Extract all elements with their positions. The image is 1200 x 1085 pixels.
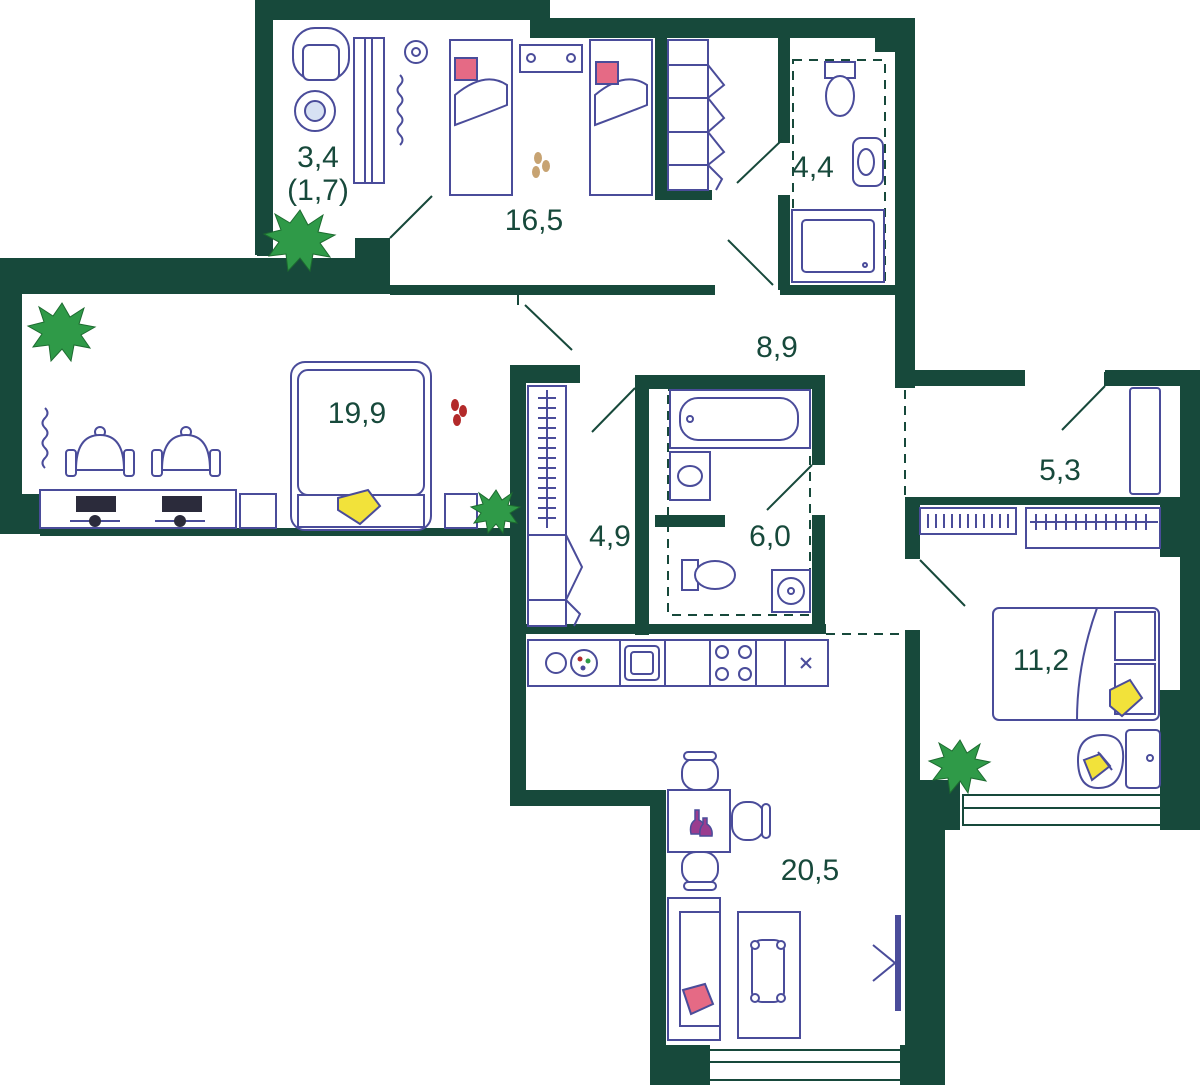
slippers-icon [451, 399, 467, 426]
chair-icon [1076, 733, 1125, 790]
kitchen-counter [527, 639, 829, 687]
curtain-icon [396, 74, 404, 146]
tv-icon [872, 915, 901, 1011]
sink-icon [852, 137, 884, 187]
area-label-bathroom-2: 6,0 [749, 520, 791, 553]
plant-icon [262, 209, 337, 273]
area-label-corridor: 5,3 [1039, 454, 1081, 487]
pillow-icon [1109, 678, 1144, 718]
area-label-bedroom-3: 11,2 [1013, 644, 1069, 677]
area-label-bedroom-2: 19,9 [328, 397, 386, 430]
doors [389, 139, 1106, 607]
sink-icon [624, 645, 660, 681]
bathtub-icon [669, 389, 811, 449]
slippers-icon [532, 152, 550, 178]
nightstand-icon [1125, 729, 1161, 789]
windows [1, 19, 1162, 1081]
pillow-icon [337, 488, 382, 526]
sink-icon [669, 451, 711, 501]
table-icon [667, 789, 731, 853]
area-label-bedroom-1: 16,5 [505, 204, 563, 237]
area-label-hallway: 8,9 [756, 331, 798, 364]
nightstand-icon [519, 44, 583, 73]
bed-icon [290, 361, 432, 531]
bed-icon [589, 39, 653, 196]
area-label-wardrobe: 4,9 [589, 520, 631, 553]
wardrobe-icon [1129, 387, 1161, 495]
sofa-icon [667, 897, 721, 1041]
chair-icon [681, 851, 719, 891]
area-label-bathroom-1: 4,4 [792, 151, 834, 184]
close-icon [800, 657, 812, 669]
chair-icon [731, 801, 771, 841]
table-icon [737, 911, 801, 1039]
toilet-icon [824, 61, 856, 117]
lamp-icon [404, 40, 428, 64]
toilet-icon [681, 559, 736, 591]
plant-icon [26, 302, 97, 363]
pillow-icon [454, 57, 478, 81]
pillow-icon [595, 61, 619, 85]
washing-machine-icon [771, 569, 811, 613]
bed-icon [449, 39, 513, 196]
pillow-icon [681, 982, 715, 1016]
plant-icon [469, 489, 522, 535]
wardrobe-icon [919, 507, 1161, 549]
bed-icon [992, 607, 1160, 721]
nightstand-icon [239, 493, 478, 529]
area-label-balcony: 3,4 [297, 141, 339, 174]
bathtub-icon [791, 209, 885, 283]
chair-icon [151, 426, 221, 477]
wardrobe-icon [667, 39, 726, 191]
stove-icon [715, 645, 752, 681]
balcony-railing [353, 37, 385, 184]
plant-icon [927, 739, 992, 795]
chair-icon [65, 426, 135, 477]
desk-icon [39, 489, 237, 529]
area-labels: 3,4 (1,7) 16,5 4,4 8,9 19,9 4,9 6,0 5,3 … [287, 141, 1081, 887]
area-label-balcony-sub: (1,7) [287, 174, 349, 207]
curtain-icon [41, 407, 49, 469]
area-label-kitchen-living: 20,5 [781, 854, 839, 887]
chair-icon [292, 27, 350, 81]
wardrobe-icon [527, 385, 584, 627]
chair-icon [681, 751, 719, 791]
table-icon [294, 90, 336, 132]
